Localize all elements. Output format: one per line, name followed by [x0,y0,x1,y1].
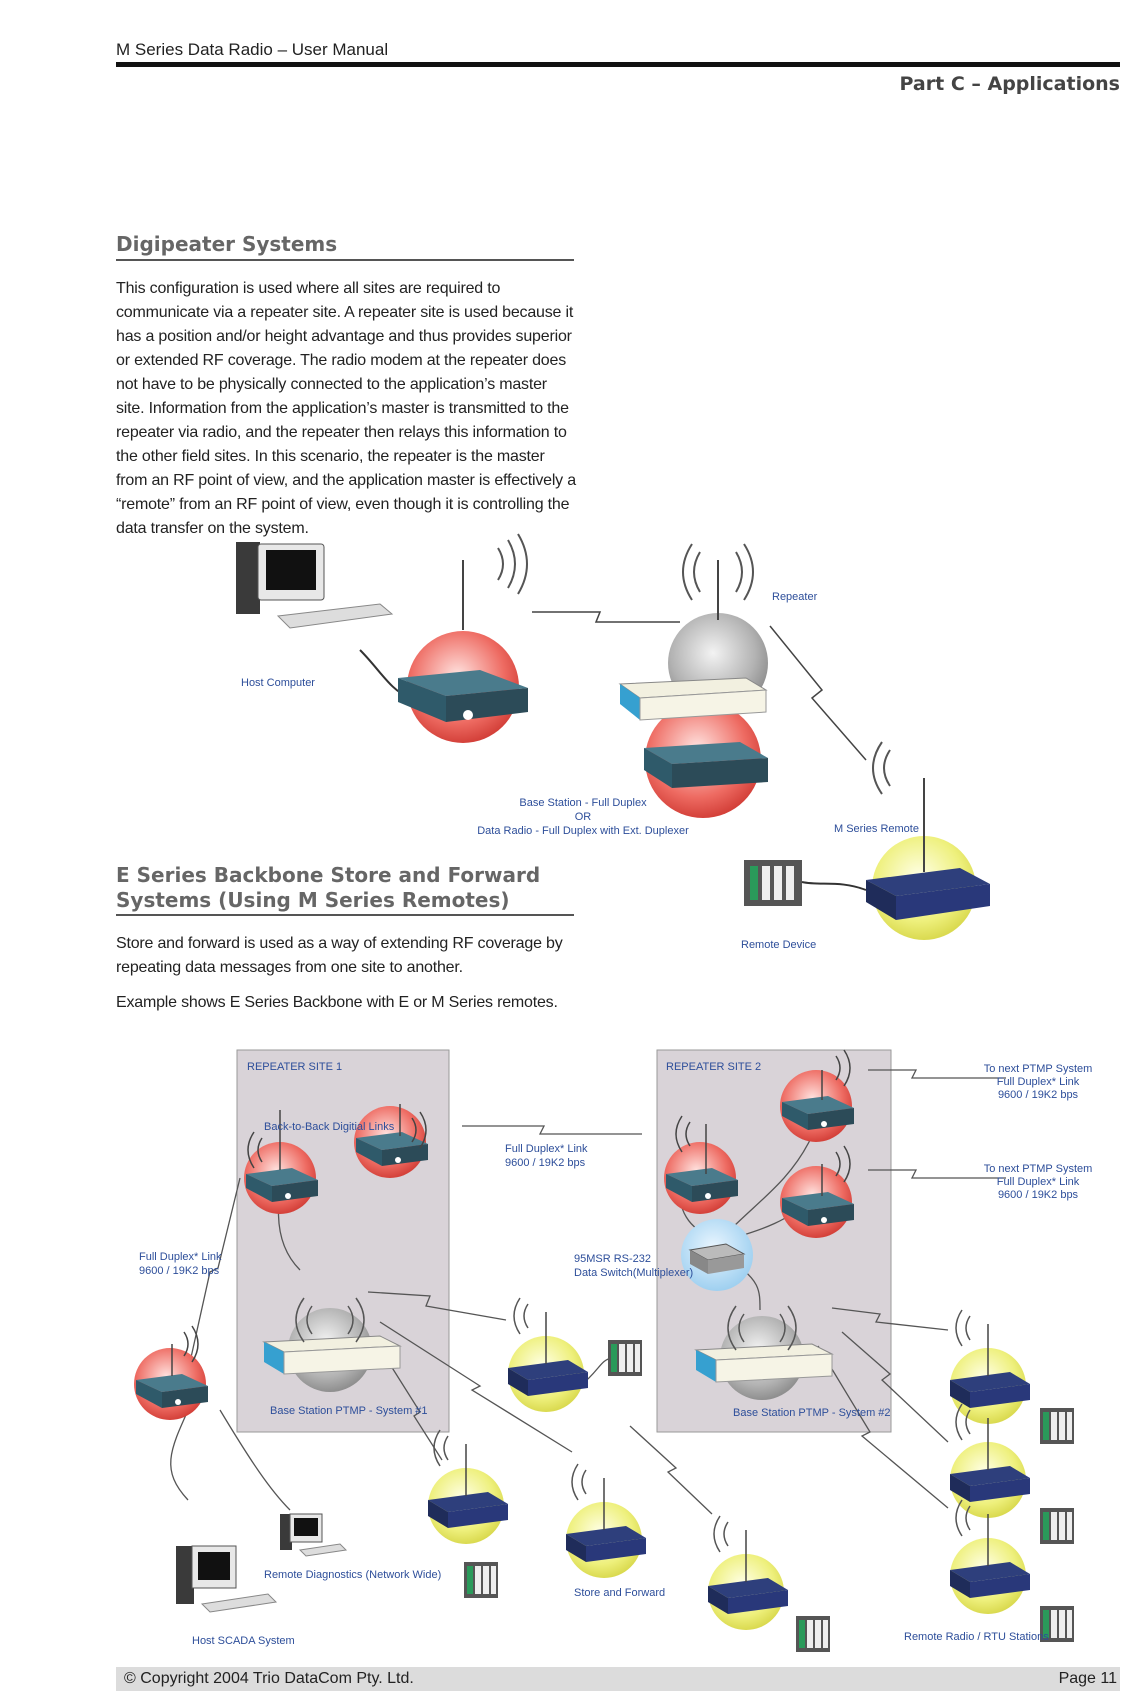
data-switch-label-1: 95MSR RS-232 [574,1253,651,1265]
section-heading-store-forward-2: Systems (Using M Series Remotes) [116,888,510,912]
part-title: Part C – Applications [899,73,1120,95]
host-computer-icon [236,542,411,699]
base-station-label-3: Data Radio - Full Duplex with Ext. Duple… [477,825,689,837]
section-heading-store-forward-1: E Series Backbone Store and Forward [116,863,541,887]
radio-link-line [532,611,680,623]
digipeater-diagram: Host Computer Repeater Base Station - Fu… [236,533,990,951]
next-ptmp-1-label-2: Full Duplex* Link [997,1076,1080,1088]
host-computer-label: Host Computer [241,677,315,689]
radio-link-lines [170,1069,1006,1515]
digipeater-paragraph: This configuration is used where all sit… [116,280,576,537]
page-number: Page 11 [1058,1670,1117,1687]
next-ptmp-2-label-3: 9600 / 19K2 bps [998,1189,1079,1201]
remote-device-label: Remote Device [741,939,816,951]
base-station-label-1: Base Station - Full Duplex [519,797,647,809]
footer-bar [116,1667,1120,1691]
repeater-label: Repeater [772,591,818,603]
store-forward-paragraph-2: Example shows E Series Backbone with E o… [116,994,558,1011]
base-station-2-label: Base Station PTMP - System #2 [733,1407,891,1419]
header-rule [116,62,1120,67]
repeater-site-2-label: REPEATER SITE 2 [666,1061,761,1073]
remote-device-icon [744,860,867,906]
document-title: M Series Data Radio – User Manual [116,40,389,59]
full-duplex-left-label-1: Full Duplex* Link [139,1251,222,1263]
back-to-back-label: Back-to-Back Digitial Links [264,1121,395,1133]
base-station-1-label: Base Station PTMP - System #1 [270,1405,428,1417]
store-and-forward-label: Store and Forward [574,1587,665,1599]
store-forward-paragraph-1: Store and forward is used as a way of ex… [116,935,563,976]
next-ptmp-2-label-2: Full Duplex* Link [997,1176,1080,1188]
next-ptmp-1-label-3: 9600 / 19K2 bps [998,1089,1079,1101]
remote-diagnostics-label: Remote Diagnostics (Network Wide) [264,1569,441,1581]
m-series-remote-icon [866,741,990,920]
section-heading-digipeater: Digipeater Systems [116,232,338,256]
full-duplex-left-label-2: 9600 / 19K2 bps [139,1265,220,1277]
section-rule [116,259,574,261]
radio-modem-icon [398,533,528,722]
host-scada-label: Host SCADA System [192,1635,295,1647]
data-switch-icon [688,1243,746,1274]
m-series-remote-label: M Series Remote [834,823,919,835]
repeater-site-1-label: REPEATER SITE 1 [247,1061,342,1073]
radio-link-line [769,625,867,761]
section-rule [116,914,574,916]
full-duplex-mid-label-1: Full Duplex* Link [505,1143,588,1155]
host-scada-computer-icon [176,1545,278,1613]
remote-diagnostics-computer-icon [280,1513,348,1557]
next-ptmp-1-label-1: To next PTMP System [984,1063,1093,1075]
next-ptmp-2-label-1: To next PTMP System [984,1163,1093,1175]
data-switch-label-2: Data Switch(Multiplexer) [574,1267,693,1279]
copyright-text: © Copyright 2004 Trio DataCom Pty. Ltd. [124,1670,414,1687]
repeater-base-station-icon [618,543,768,788]
store-forward-diagram: REPEATER SITE 1 REPEATER SITE 2 Back-to-… [134,1049,1093,1652]
base-station-label-2: OR [575,811,592,823]
full-duplex-mid-label-2: 9600 / 19K2 bps [505,1157,586,1169]
rtu-stations-label: Remote Radio / RTU Stations [904,1631,1049,1643]
